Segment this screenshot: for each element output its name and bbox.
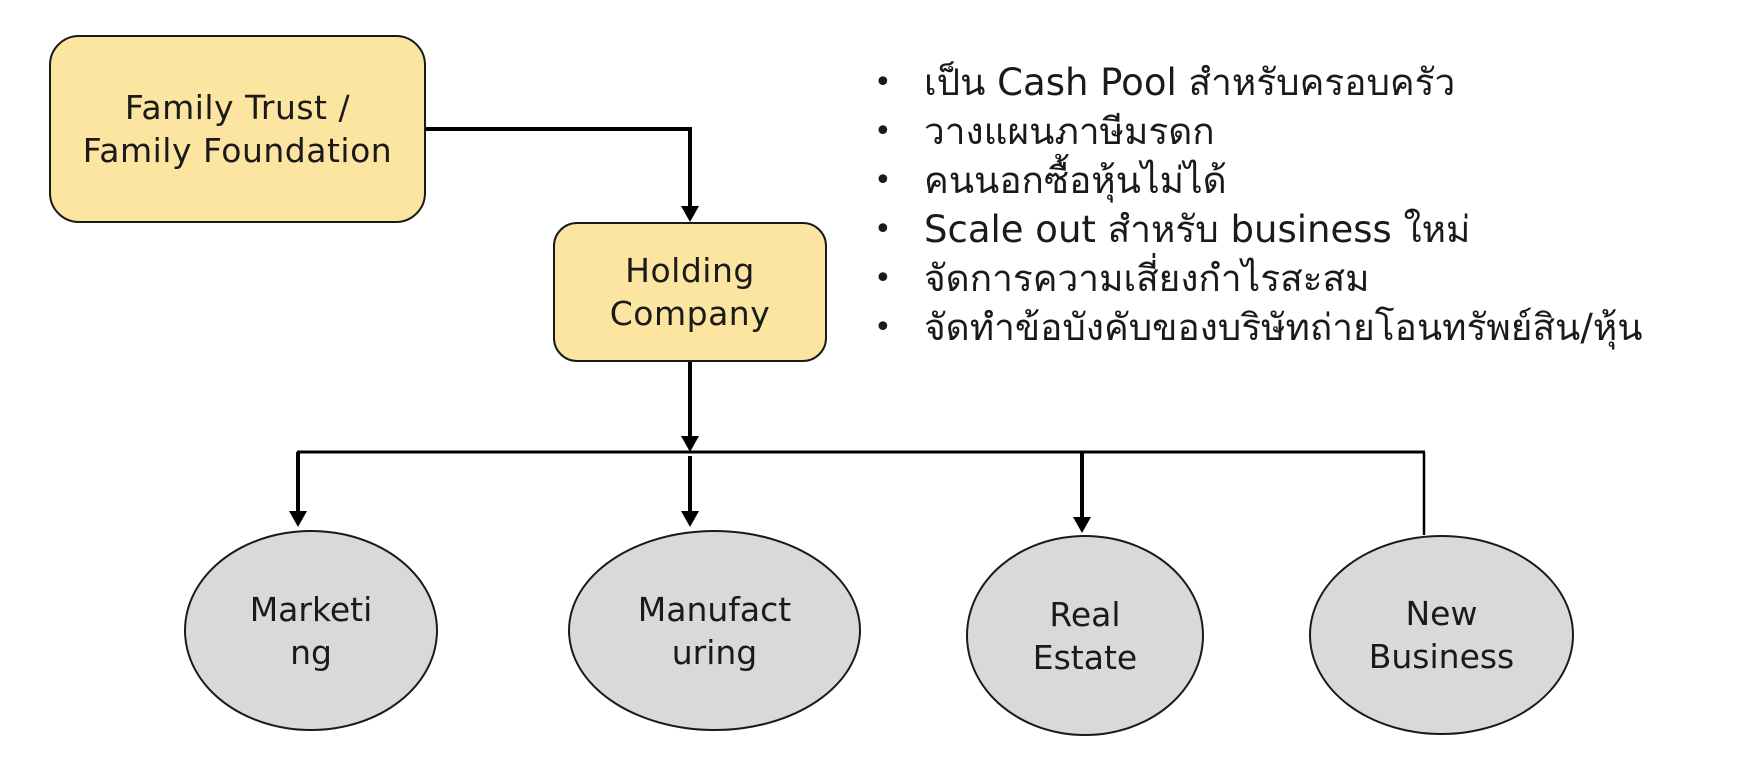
node-label: Manufact <box>637 589 792 629</box>
benefit-text: เป็น Cash Pool สำหรับครอบครัว <box>924 61 1456 104</box>
benefit-item: • เป็น Cash Pool สำหรับครอบครัว <box>868 58 1643 107</box>
node-label: Real <box>1049 594 1121 634</box>
benefit-text: คนนอกซื้อหุ้นไม่ได้ <box>924 159 1227 202</box>
bullet-icon: • <box>874 261 892 296</box>
node-label: Holding <box>625 251 755 290</box>
benefit-item: • คนนอกซื้อหุ้นไม่ได้ <box>868 156 1643 205</box>
benefit-item: • จัดการความเสี่ยงกำไรสะสม <box>868 254 1643 303</box>
benefit-text: จัดการความเสี่ยงกำไรสะสม <box>924 257 1370 300</box>
bullet-icon: • <box>874 163 892 198</box>
manufacturing-node: Manufact uring <box>568 530 861 731</box>
bullet-icon: • <box>874 65 892 100</box>
node-label: Marketi <box>249 589 373 629</box>
bullet-icon: • <box>874 114 892 149</box>
node-label: Company <box>609 294 771 333</box>
node-label: Family Foundation <box>82 131 393 170</box>
benefits-list: • เป็น Cash Pool สำหรับครอบครัว • วางแผนภา… <box>868 58 1643 352</box>
node-label: Family Trust / <box>124 88 351 127</box>
holding-company-node: Holding Company <box>553 222 827 362</box>
benefit-item: • จัดทำข้อบังคับของบริษัทถ่ายโอนทรัพย์สิน… <box>868 303 1643 352</box>
arrowhead-holding <box>681 206 699 222</box>
node-label: uring <box>671 632 758 672</box>
benefit-text: Scale out สำหรับ business ใหม่ <box>924 208 1471 251</box>
marketing-node: Marketi ng <box>184 530 438 731</box>
edge-trust-to-holding <box>426 127 692 208</box>
benefit-text: วางแผนภาษีมรดก <box>924 110 1215 153</box>
node-label: Estate <box>1032 637 1138 677</box>
arrowhead-manufacturing <box>681 511 699 527</box>
benefit-item: • Scale out สำหรับ business ใหม่ <box>868 205 1643 254</box>
bullet-icon: • <box>874 310 892 345</box>
arrowhead-real-estate <box>1073 517 1091 533</box>
real-estate-node: Real Estate <box>966 535 1204 736</box>
node-label: ng <box>290 632 332 672</box>
new-business-node: New Business <box>1309 535 1574 735</box>
benefit-item: • วางแผนภาษีมรดก <box>868 107 1643 156</box>
arrowhead-bus <box>681 436 699 452</box>
family-trust-node: Family Trust / Family Foundation <box>49 35 426 223</box>
node-label: Business <box>1368 637 1515 676</box>
bullet-icon: • <box>874 212 892 247</box>
benefit-text: จัดทำข้อบังคับของบริษัทถ่ายโอนทรัพย์สิน/… <box>924 306 1643 349</box>
node-label: New <box>1405 594 1478 633</box>
arrowhead-marketing <box>289 511 307 527</box>
